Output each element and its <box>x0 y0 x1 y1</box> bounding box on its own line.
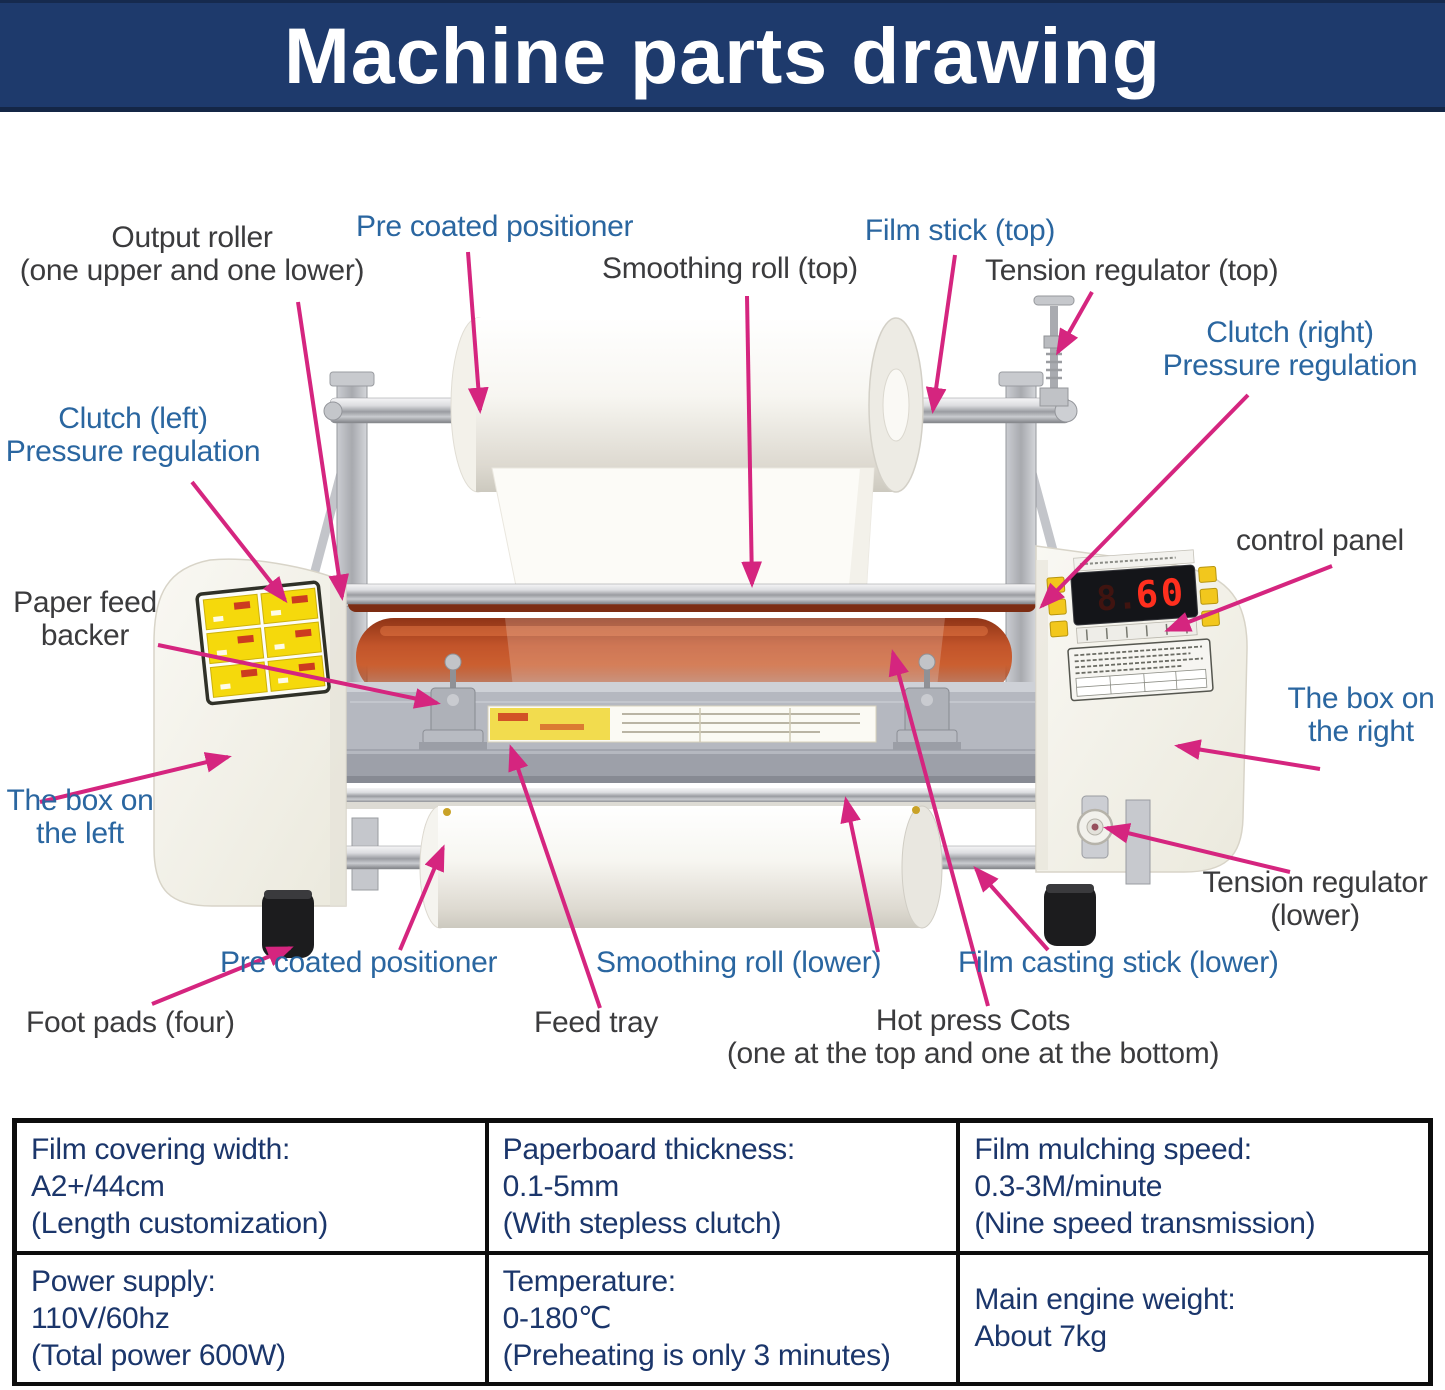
film-sheet <box>491 467 875 597</box>
arrow-tension-lower <box>1103 823 1291 874</box>
label-film-stick-top: Film stick (top) <box>864 214 1056 247</box>
label-feed-tray: Feed tray <box>534 1006 659 1039</box>
spec-cell-temperature: Temperature: 0-180℃ (Preheating is only … <box>488 1254 957 1383</box>
label-smoothing-roll-top: Smoothing roll (top) <box>602 252 858 285</box>
label-clutch-left: Clutch (left) Pressure regulation <box>5 402 261 468</box>
spec-cell-paperboard-thickness: Paperboard thickness: 0.1-5mm (With step… <box>488 1123 957 1251</box>
arrow-hot-press <box>888 649 990 1007</box>
label-tension-regulator-top: Tension regulator (top) <box>985 254 1279 287</box>
label-hot-press-cots: Hot press Cots (one at the top and one a… <box>726 1004 1220 1070</box>
box-left <box>153 558 347 907</box>
title-banner: Machine parts drawing <box>0 0 1445 112</box>
control-info-label <box>1067 638 1214 702</box>
pointer-arrows <box>39 251 1333 1009</box>
tray-instruction-sticker <box>487 705 877 743</box>
arrow-foot-pads <box>151 946 294 1006</box>
top-film-roll <box>450 317 924 493</box>
arrow-film-stick <box>925 254 957 414</box>
spec-cell-power-supply: Power supply: 110V/60hz (Total power 600… <box>17 1254 485 1383</box>
label-clutch-right: Clutch (right) Pressure regulation <box>1162 316 1418 382</box>
foot-pads <box>262 884 1096 958</box>
arrow-film-casting <box>973 866 1050 952</box>
lower-roll-section <box>321 788 1192 929</box>
arrow-box-left <box>39 752 232 804</box>
label-foot-pads: Foot pads (four) <box>26 1006 235 1039</box>
arrow-clutch-right <box>1039 393 1250 609</box>
arrow-smoothing-top <box>741 295 763 588</box>
label-box-left: The box on the left <box>6 784 154 850</box>
label-pre-coated-positioner-bottom: Pre coated positioner <box>220 946 498 979</box>
label-smoothing-roll-lower: Smoothing roll (lower) <box>596 946 882 979</box>
arrow-paper-feed <box>157 643 441 709</box>
film-stick-bar <box>337 583 1041 612</box>
label-paper-feed-backer: Paper feed backer <box>13 586 157 652</box>
control-display-value: 60 <box>1134 570 1187 616</box>
label-control-panel: control panel <box>1236 524 1404 557</box>
page-title: Machine parts drawing <box>283 10 1161 100</box>
spec-cell-film-mulching-speed: Film mulching speed: 0.3-3M/minute (Nine… <box>960 1123 1428 1251</box>
spec-table: Film covering width: A2+/44cm (Length cu… <box>12 1118 1433 1386</box>
tension-regulator-top <box>1033 295 1075 407</box>
spec-cell-film-covering-width: Film covering width: A2+/44cm (Length cu… <box>17 1123 485 1251</box>
paper-feed-backer-left <box>419 653 487 750</box>
arrow-control-panel <box>1164 564 1333 632</box>
tension-regulator-lower <box>1076 795 1151 885</box>
arrow-pre-coated-bottom <box>398 844 445 951</box>
paper-feed-backer-right <box>893 653 961 750</box>
svg-text:8.: 8. <box>1095 577 1139 620</box>
label-pre-coated-positioner-top: Pre coated positioner <box>356 210 634 243</box>
arrow-tension-top <box>1056 291 1094 356</box>
arrow-output-roller <box>296 301 349 601</box>
label-output-roller: Output roller (one upper and one lower) <box>19 221 365 287</box>
arrow-smoothing-lower <box>840 796 880 953</box>
box-right: 8. 60 <box>1035 545 1248 873</box>
arrow-box-right <box>1174 739 1321 771</box>
control-display <box>1070 564 1199 626</box>
left-sticker-panel <box>195 580 331 706</box>
arrow-feed-tray <box>508 744 602 1009</box>
hot-press-roller <box>356 618 1012 696</box>
label-box-right: The box on the right <box>1287 682 1435 748</box>
label-film-casting-stick-lower: Film casting stick (lower) <box>958 946 1279 979</box>
spec-cell-main-engine-weight: Main engine weight: About 7kg <box>960 1254 1428 1383</box>
arrow-pre-coated-top <box>466 251 489 414</box>
lower-film-roll <box>419 805 943 929</box>
label-tension-regulator-lower: Tension regulator (lower) <box>1202 866 1428 932</box>
arrow-clutch-left <box>190 480 288 604</box>
